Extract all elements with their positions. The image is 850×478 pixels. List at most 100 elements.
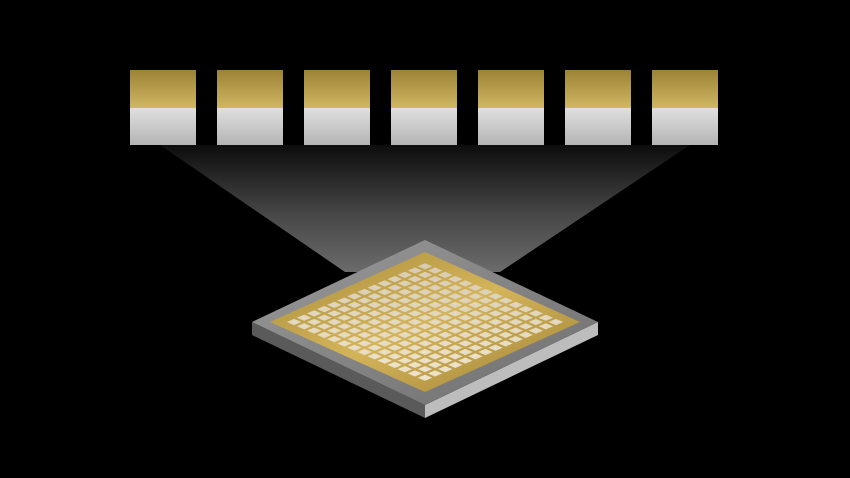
die-cell <box>407 318 423 326</box>
die-cell <box>498 323 513 330</box>
die-cell <box>437 288 453 296</box>
die-cell <box>458 288 473 296</box>
die-cell <box>337 340 352 347</box>
die-cell <box>488 301 503 308</box>
tile-gold-top <box>478 70 544 108</box>
tile-silver-base <box>652 108 718 145</box>
chip-base-right-wall <box>425 322 598 418</box>
die-cell <box>367 353 382 360</box>
die-cell <box>427 344 443 351</box>
die-cell <box>407 361 423 368</box>
die-cell <box>437 357 453 364</box>
die-cell <box>468 344 483 351</box>
die-cell <box>387 310 403 317</box>
die-cell <box>427 301 443 308</box>
die-cell <box>478 348 493 356</box>
die-cell <box>427 284 443 291</box>
die-cell <box>296 314 312 321</box>
die-cell <box>397 357 413 364</box>
die-cell <box>508 310 523 317</box>
die-cell <box>387 293 403 300</box>
die-cell <box>347 301 362 308</box>
die-cell <box>447 310 463 317</box>
die-cell <box>407 284 423 291</box>
tile <box>391 70 457 145</box>
tile-silver-base <box>304 108 370 145</box>
die-cell <box>437 271 453 278</box>
die-cell <box>306 318 322 326</box>
die-cell <box>397 280 413 287</box>
die-cell <box>347 293 362 300</box>
die-cell <box>347 336 362 343</box>
die-cell <box>468 327 483 334</box>
tile-silver-base <box>130 108 196 145</box>
die-cell <box>427 293 443 300</box>
die-cell <box>417 340 433 347</box>
die-cell <box>417 366 433 373</box>
die-cell <box>427 276 443 283</box>
die-cell <box>468 318 483 326</box>
tile-gold-top <box>565 70 631 108</box>
tile-silver-base <box>565 108 631 145</box>
die-cell <box>498 331 513 338</box>
die-cell <box>397 288 413 296</box>
die-cell <box>447 276 463 283</box>
die-cell <box>387 327 403 334</box>
die-cell <box>397 366 413 373</box>
die-cell <box>347 318 362 326</box>
die-cell <box>367 344 382 351</box>
die-cell <box>337 297 352 304</box>
die-cell <box>387 353 403 360</box>
die-cell <box>306 327 322 334</box>
die-cell <box>437 348 453 356</box>
die-cell <box>357 288 372 296</box>
die-cell <box>337 331 352 338</box>
die-cell <box>427 370 443 377</box>
die-cell <box>447 301 463 308</box>
die-cell <box>337 306 352 313</box>
die-cell <box>458 331 473 338</box>
die-cell <box>468 301 483 308</box>
die-cell <box>447 318 463 326</box>
die-cell <box>427 336 443 343</box>
die-cell <box>478 297 493 304</box>
tile-silver-base <box>217 108 283 145</box>
die-cell <box>458 280 473 287</box>
die-cell <box>397 306 413 313</box>
die-cell <box>296 323 312 330</box>
die-cell <box>447 327 463 334</box>
die-cell <box>518 331 533 338</box>
die-cell <box>397 314 413 321</box>
tile-gold-top <box>304 70 370 108</box>
die-cell <box>367 327 382 334</box>
die-cell <box>488 310 503 317</box>
die-cell <box>387 301 403 308</box>
die-cell <box>508 327 523 334</box>
chip-base-left-wall <box>252 322 425 418</box>
tile-row <box>130 70 718 145</box>
die-cell <box>357 306 372 313</box>
die-cell <box>458 348 473 356</box>
tile <box>565 70 631 145</box>
die-cell <box>498 314 513 321</box>
die-cell <box>478 331 493 338</box>
die-cell <box>478 288 493 296</box>
die-cell <box>417 357 433 364</box>
die-cell <box>367 284 382 291</box>
chip-gold-substrate <box>270 252 580 392</box>
die-cell <box>397 331 413 338</box>
die-cell <box>417 263 433 270</box>
tile-silver-base <box>478 108 544 145</box>
die-cell <box>337 323 352 330</box>
die-cell <box>458 297 473 304</box>
tile-gold-top <box>652 70 718 108</box>
die-cell <box>458 323 473 330</box>
die-cell <box>397 348 413 356</box>
die-cell <box>407 301 423 308</box>
die-cell <box>447 293 463 300</box>
die-cell <box>417 348 433 356</box>
die-cell <box>518 323 533 330</box>
die-cell <box>417 323 433 330</box>
die-cell <box>387 318 403 326</box>
die-cell <box>327 327 342 334</box>
